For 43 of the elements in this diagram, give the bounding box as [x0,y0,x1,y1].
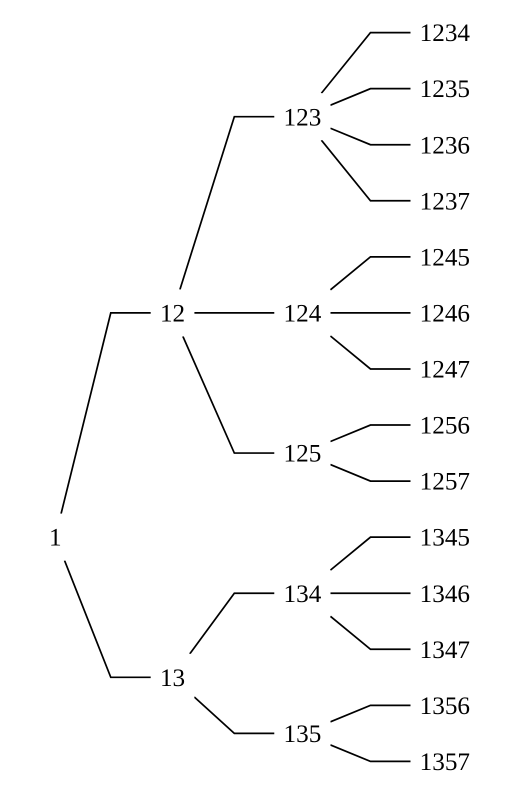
connector [189,592,274,654]
node-text: 1345 [420,522,470,552]
node-text: 135 [284,719,322,748]
connector [182,336,274,454]
connector [320,32,411,94]
node-text: 1357 [420,747,470,776]
node-text: 1 [48,522,62,552]
connector [60,312,151,514]
connector [330,127,411,146]
node-text: 1257 [420,466,470,496]
connector [194,312,274,314]
connector [330,704,411,723]
connector [320,140,411,202]
node-text: 1347 [420,634,470,664]
node-text: 1247 [420,354,470,384]
node-text: 125 [284,438,322,468]
node-text: 12 [160,298,186,328]
connector [330,536,411,571]
node-text: 1236 [420,130,470,160]
connector [330,464,411,482]
node-text: 124 [284,298,322,328]
node-text: 1235 [420,74,470,103]
connector [64,560,151,678]
connector [330,592,411,594]
connector [330,424,411,442]
node-text: 1246 [420,298,470,328]
node-text: 1256 [420,410,470,440]
node-text: 134 [284,578,322,608]
node-text: 123 [284,102,322,131]
connector [330,256,411,290]
connector [330,312,411,314]
node-text: 13 [160,663,186,692]
connector [330,335,411,370]
connector [179,116,274,290]
node-text: 1356 [420,691,470,720]
connector [330,88,411,106]
connector [330,616,411,650]
connector [330,744,411,762]
connector [194,696,274,734]
node-text: 1245 [420,242,470,272]
node-text: 1234 [420,18,470,47]
node-text: 1346 [420,578,470,608]
node-text: 1237 [420,186,470,216]
